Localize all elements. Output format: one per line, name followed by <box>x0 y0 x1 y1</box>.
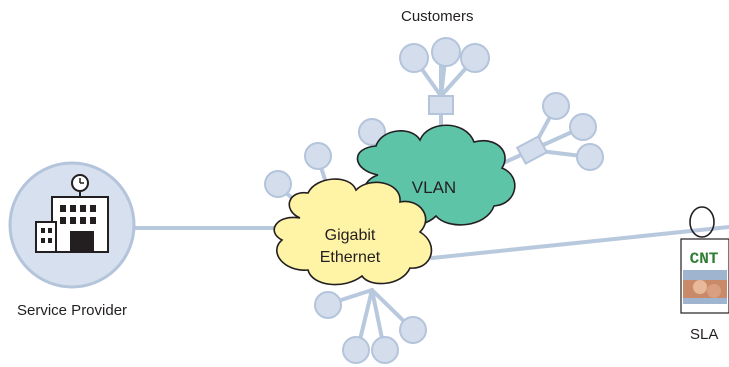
customer-nodes <box>264 37 604 364</box>
customer-node <box>371 336 399 364</box>
gigabit-label-line2: Ethernet <box>320 249 381 266</box>
service-provider-node <box>8 161 136 289</box>
switch-right <box>515 135 549 165</box>
customer-node <box>358 118 386 146</box>
switches <box>428 95 549 165</box>
customer-node <box>314 291 342 319</box>
customer-node <box>399 316 427 344</box>
sla-node: CNT <box>680 206 729 314</box>
gigabit-label-line1: Gigabit <box>325 227 376 244</box>
customer-node <box>569 113 597 141</box>
customers-label: Customers <box>401 8 474 25</box>
sla-label: SLA <box>690 326 719 343</box>
link-gigabit-sla <box>430 225 729 260</box>
customer-node <box>304 142 332 170</box>
contract-document-icon <box>680 206 729 314</box>
customer-node <box>460 43 490 73</box>
vlan-label: VLAN <box>412 178 456 197</box>
switch-top <box>428 95 454 115</box>
customer-node <box>431 37 461 67</box>
contract-badge-text: CNT <box>690 250 719 268</box>
customer-node <box>342 336 370 364</box>
customer-node <box>399 43 429 73</box>
customer-node <box>576 143 604 171</box>
customer-node <box>264 170 292 198</box>
gigabit-ethernet-cloud: Gigabit Ethernet <box>273 178 433 286</box>
service-provider-label: Service Provider <box>17 302 128 319</box>
building-icon <box>35 174 109 253</box>
customer-node <box>542 92 570 120</box>
